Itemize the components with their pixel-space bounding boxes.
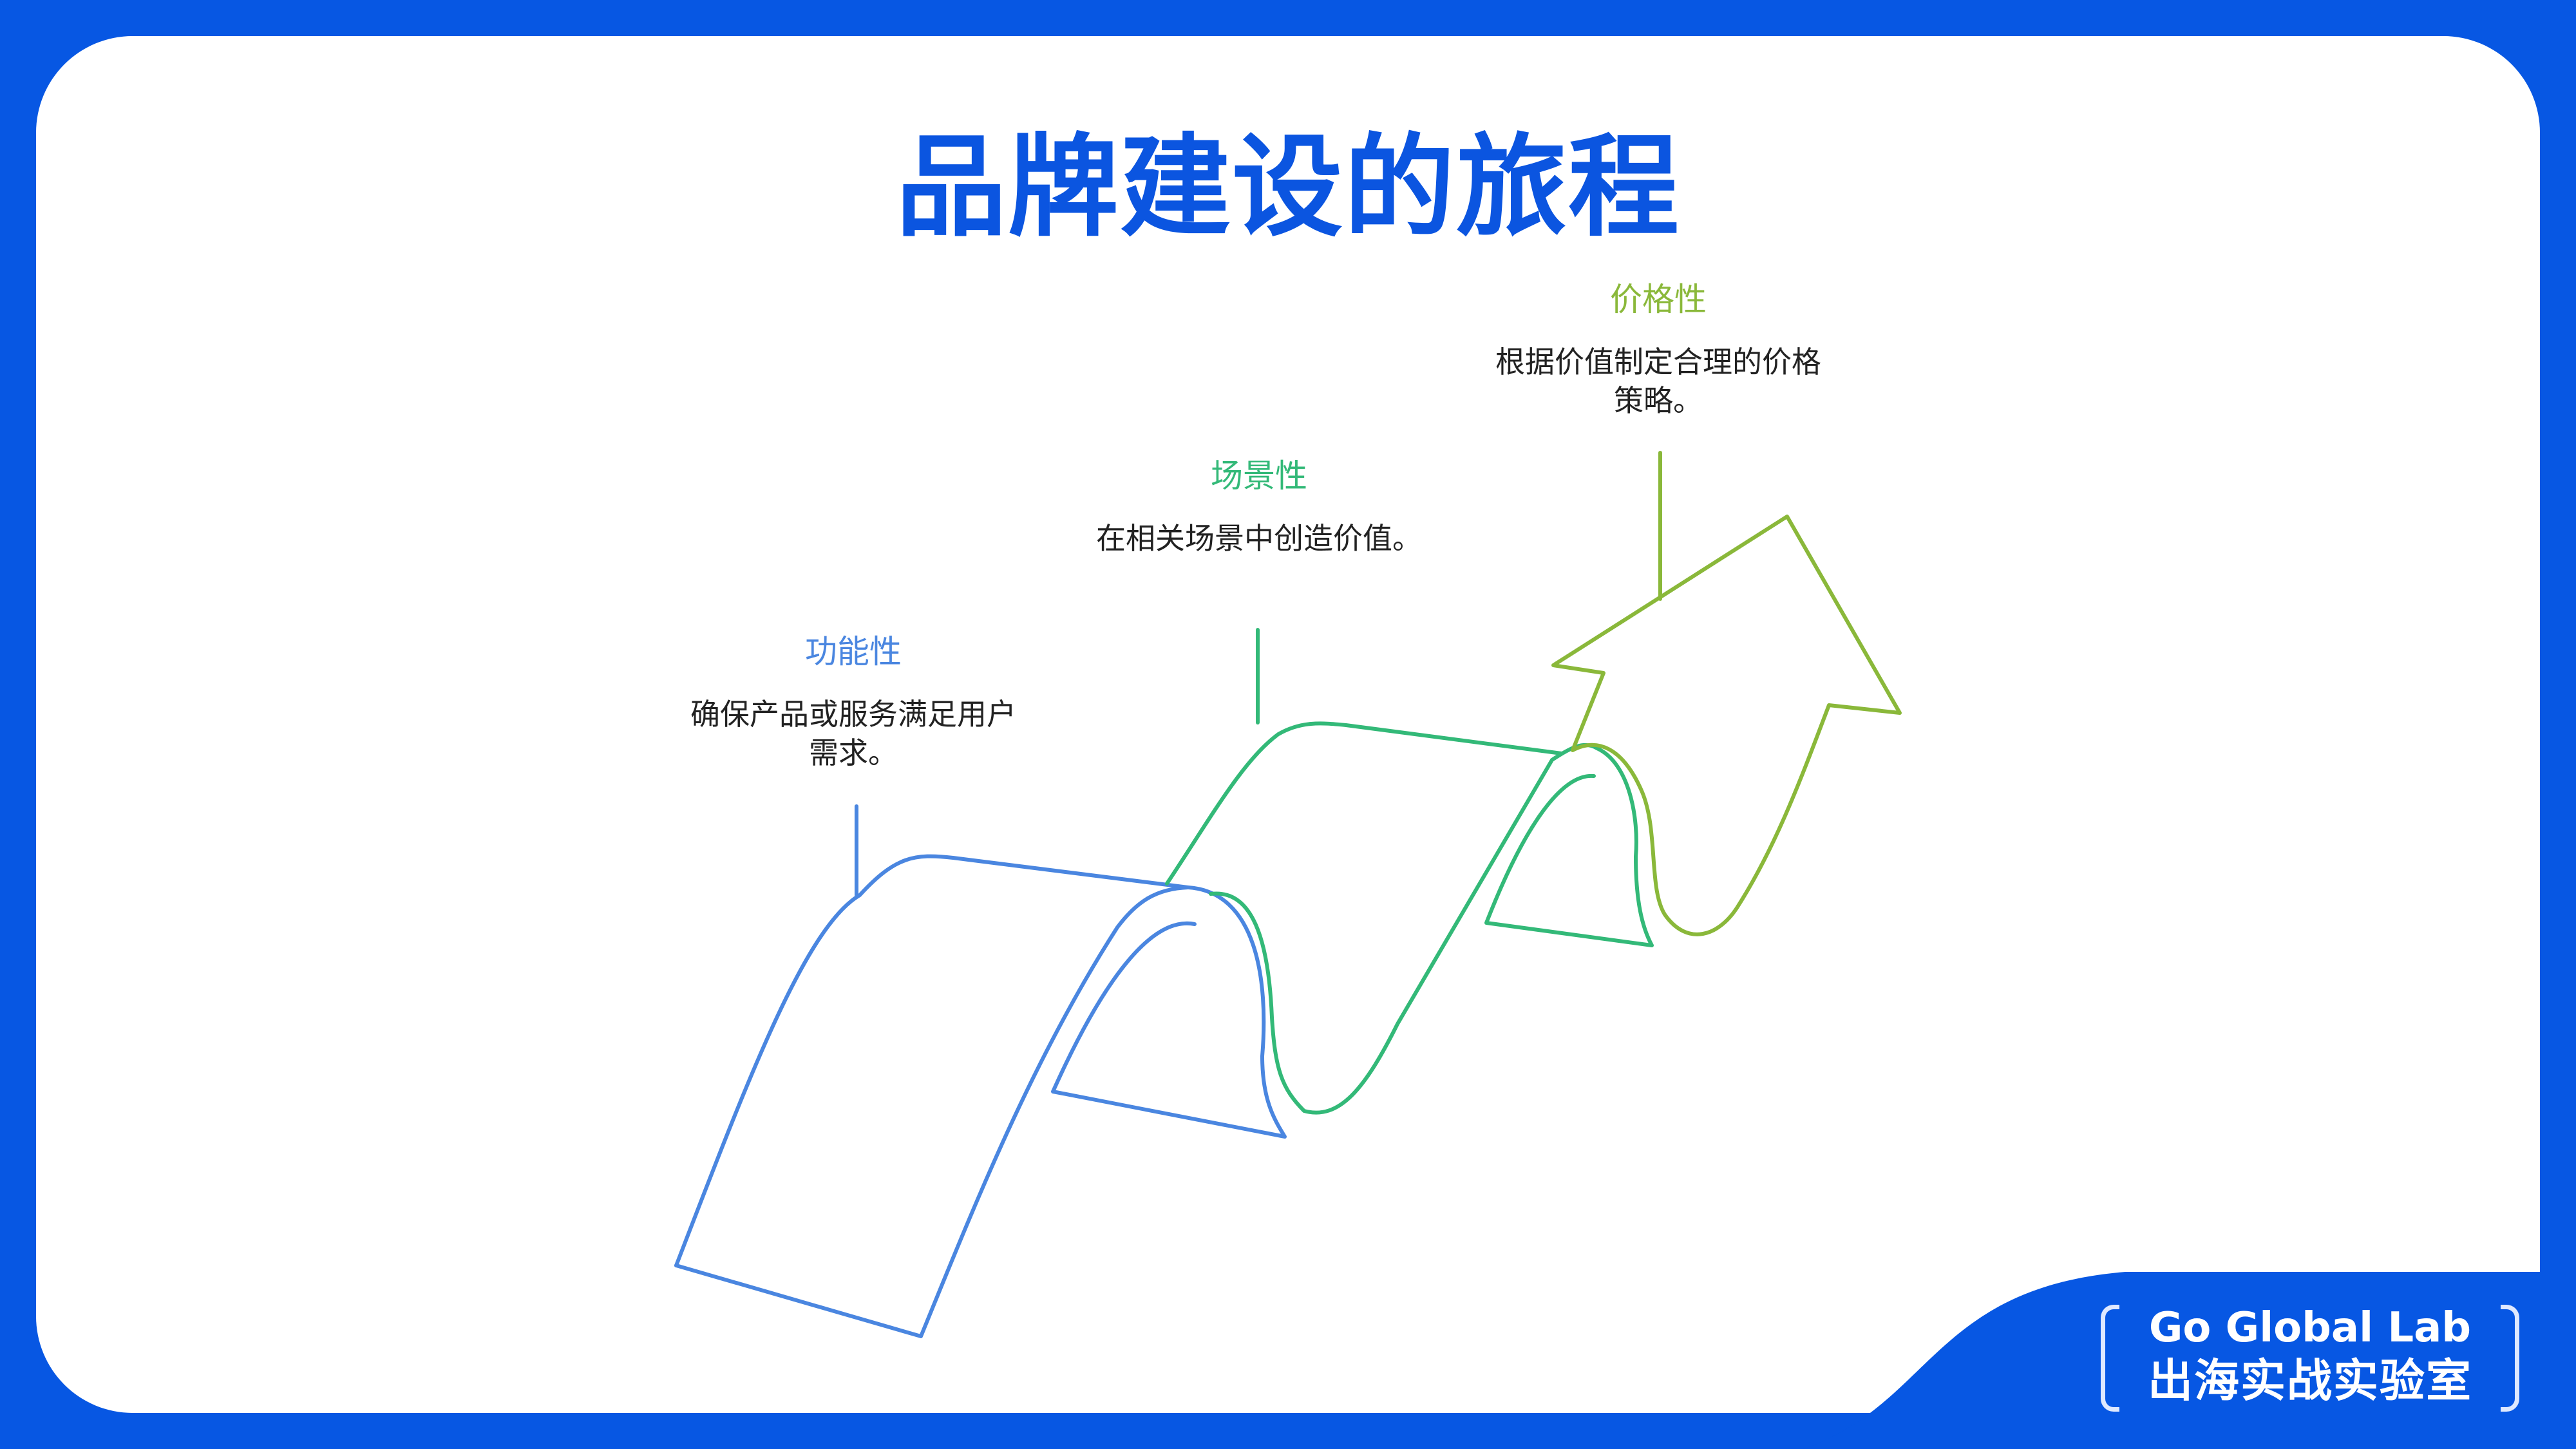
stage-description: 确保产品或服务满足用户需求。 — [690, 697, 1016, 770]
stage-description: 根据价值制定合理的价格策略。 — [1495, 345, 1821, 418]
stage-heading: 场景性 — [1211, 457, 1307, 495]
logo-text-english: Go Global Lab — [2148, 1304, 2472, 1352]
logo-bracket-right — [2501, 1305, 2519, 1412]
stage-scenario: 场景性 在相关场景中创造价值。 — [1088, 457, 1430, 558]
brand-logo: Go Global Lab 出海实战实验室 — [2101, 1300, 2519, 1413]
content-card — [36, 36, 2540, 1413]
page-title: 品牌建设的旅程 — [896, 122, 1680, 252]
logo-bracket-left — [2101, 1305, 2119, 1412]
arrow-stage-3 — [1551, 451, 1902, 936]
stage-heading: 价格性 — [1610, 281, 1707, 318]
stage-pricing: 价格性 根据价值制定合理的价格策略。 — [1488, 281, 1829, 420]
ribbon-stage-1 — [674, 804, 1287, 1338]
stage-functionality: 功能性 确保产品或服务满足用户需求。 — [683, 633, 1024, 772]
stage-heading: 功能性 — [805, 633, 902, 670]
logo-text-chinese: 出海实战实验室 — [2148, 1354, 2472, 1407]
stage-description: 在相关场景中创造价值。 — [1096, 521, 1422, 556]
